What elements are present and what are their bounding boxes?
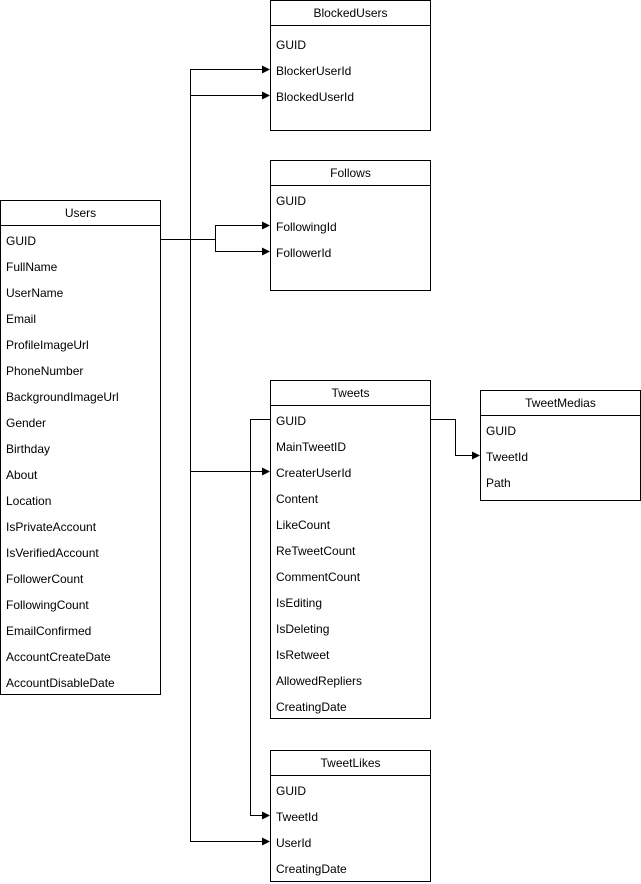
field-gender: Gender <box>6 416 47 430</box>
entity-tweetlikes[interactable]: TweetLikes GUID TweetId UserId CreatingD… <box>270 750 431 882</box>
field-username: UserName <box>6 286 64 300</box>
field-creatingdate: CreatingDate <box>276 862 347 876</box>
field-accountcreatedate: AccountCreateDate <box>6 650 111 664</box>
field-followingid: FollowingId <box>276 220 337 234</box>
field-creatingdate: CreatingDate <box>276 700 347 714</box>
field-isverifiedaccount: IsVerifiedAccount <box>6 546 99 560</box>
field-likecount: LikeCount <box>276 518 331 532</box>
entity-tweets[interactable]: Tweets GUID MainTweetID CreaterUserId Co… <box>270 380 431 719</box>
entity-follows[interactable]: Follows GUID FollowingId FollowerId <box>270 160 431 291</box>
field-isprivateaccount: IsPrivateAccount <box>6 520 97 534</box>
field-path: Path <box>486 476 511 490</box>
field-allowedrepliers: AllowedRepliers <box>276 674 363 688</box>
field-blockeruserid: BlockerUserId <box>276 64 352 78</box>
field-content: Content <box>276 492 319 506</box>
field-guid: GUID <box>276 194 306 208</box>
entity-title: TweetMedias <box>481 391 640 416</box>
field-about: About <box>6 468 38 482</box>
entity-title: Users <box>1 201 160 226</box>
field-birthday: Birthday <box>6 442 51 456</box>
field-backgroundimageurl: BackgroundImageUrl <box>6 390 119 404</box>
connector-users-to-followerid <box>215 239 270 256</box>
field-guid: GUID <box>486 424 516 438</box>
field-isediting: IsEditing <box>276 596 323 610</box>
connector-tweets-to-tweetlikes <box>250 419 270 820</box>
entity-blockedusers[interactable]: BlockedUsers GUID BlockerUserId BlockedU… <box>270 0 431 131</box>
entity-tweetmedias[interactable]: TweetMedias GUID TweetId Path <box>480 390 641 501</box>
connector-tweets-to-tweetmedias <box>430 419 480 460</box>
field-tweetid: TweetId <box>486 450 529 464</box>
field-email: Email <box>6 312 37 326</box>
field-guid: GUID <box>276 414 306 428</box>
field-isretweet: IsRetweet <box>276 648 330 662</box>
field-maintweetid: MainTweetID <box>276 440 347 454</box>
field-blockeduserid: BlockedUserId <box>276 90 355 104</box>
connector-users-to-blockeruserid <box>160 65 270 240</box>
entity-title: BlockedUsers <box>271 1 430 26</box>
field-retweetcount: ReTweetCount <box>276 544 356 558</box>
field-tweetid: TweetId <box>276 810 319 824</box>
field-emailconfirmed: EmailConfirmed <box>6 624 92 638</box>
entity-title: TweetLikes <box>271 751 430 776</box>
connector-users-to-followingid <box>190 221 270 240</box>
field-location: Location <box>6 494 52 508</box>
field-followerid: FollowerId <box>276 246 332 260</box>
field-guid: GUID <box>6 234 36 248</box>
connector-users-to-createruserid <box>190 239 270 476</box>
field-followingcount: FollowingCount <box>6 598 89 612</box>
entity-title: Follows <box>271 161 430 186</box>
field-guid: GUID <box>276 784 306 798</box>
entity-title: Tweets <box>271 381 430 406</box>
entity-users[interactable]: Users GUID FullName UserName Email Profi… <box>0 200 161 695</box>
field-profileimageurl: ProfileImageUrl <box>6 338 89 352</box>
field-fullname: FullName <box>6 260 58 274</box>
field-userid: UserId <box>276 836 312 850</box>
field-isdeleting: IsDeleting <box>276 622 330 636</box>
field-commentcount: CommentCount <box>276 570 361 584</box>
field-accountdisabledate: AccountDisableDate <box>6 676 115 690</box>
field-guid: GUID <box>276 38 306 52</box>
field-phonenumber: PhoneNumber <box>6 364 84 378</box>
connector-users-to-tweetlikes-userid <box>190 471 270 846</box>
field-createruserid: CreaterUserId <box>276 466 352 480</box>
field-followercount: FollowerCount <box>6 572 84 586</box>
